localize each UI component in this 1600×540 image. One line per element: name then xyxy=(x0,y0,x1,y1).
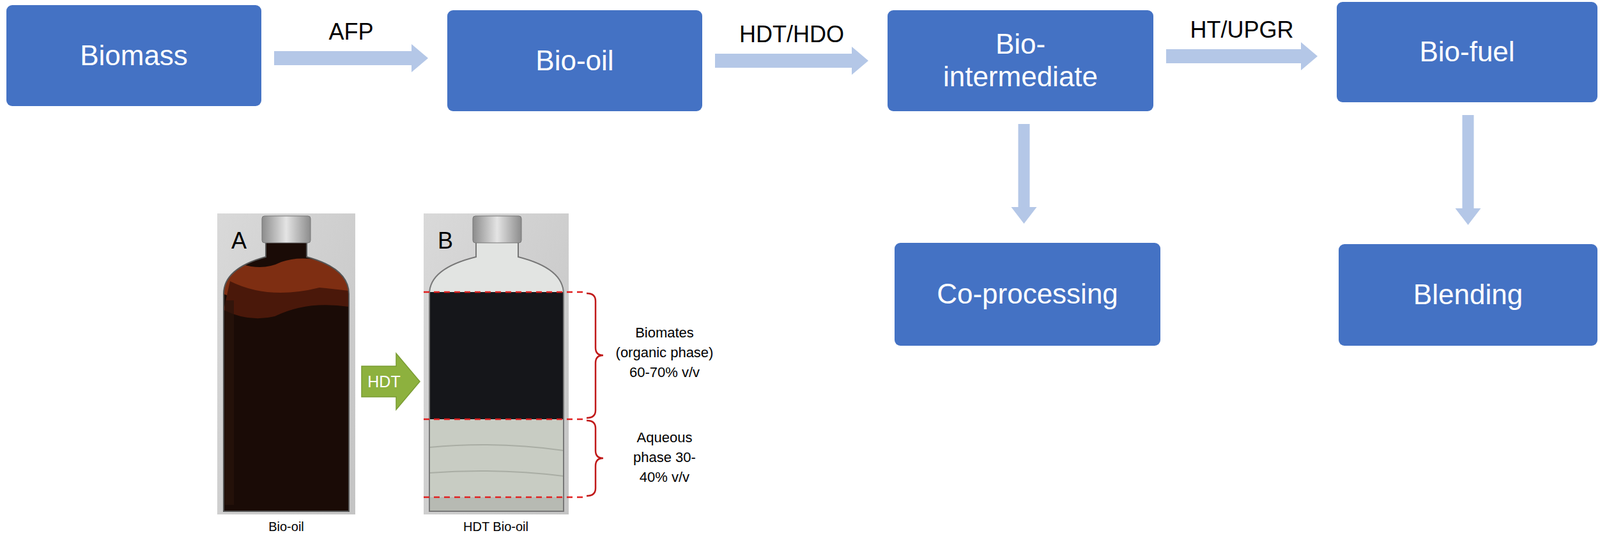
bottle-cap xyxy=(472,215,522,243)
box-text: Blending xyxy=(1413,278,1523,312)
box-text: Bio-oil xyxy=(535,44,614,78)
edge-label: HDT/HDO xyxy=(736,21,847,48)
annotation-label: HDT xyxy=(367,370,400,393)
process-box: Bio-intermediate xyxy=(887,10,1154,112)
annotation-label: Biomates (organic phase) 60-70% v/v xyxy=(608,323,721,383)
process-box: Bio-oil xyxy=(447,10,703,112)
box-text: Bio-intermediate xyxy=(927,28,1114,93)
edge-label: AFP xyxy=(325,18,376,46)
hdt-arrow xyxy=(361,353,420,410)
process-box: Co-processing xyxy=(894,242,1161,346)
process-box: Blending xyxy=(1338,244,1598,346)
annotation-label: B xyxy=(437,224,454,257)
box-text: Biomass xyxy=(79,39,188,73)
bottle-cap xyxy=(261,215,311,243)
process-box: Bio-fuel xyxy=(1336,1,1598,103)
flow-arrow xyxy=(1455,115,1482,225)
bio-oil-bottle xyxy=(217,236,356,518)
flow-arrow xyxy=(1166,42,1318,71)
phase-lines xyxy=(423,292,587,498)
box-text: Bio-fuel xyxy=(1419,35,1515,69)
phase-brackets xyxy=(586,293,604,496)
annotation-label: Aqueous phase 30-40% v/v xyxy=(625,428,704,487)
flow-arrow xyxy=(715,46,869,75)
hdt-bio-oil-bottle xyxy=(423,236,569,518)
edge-label: HT/UPGR xyxy=(1187,16,1297,44)
annotation-label: A xyxy=(231,224,247,257)
annotation-label: HDT Bio-oil xyxy=(463,517,529,536)
flow-arrow xyxy=(1011,123,1038,224)
flow-arrow xyxy=(274,44,429,73)
annotation-label: Bio-oil xyxy=(268,517,305,536)
process-box: Biomass xyxy=(6,5,262,107)
box-text: Co-processing xyxy=(936,277,1119,311)
